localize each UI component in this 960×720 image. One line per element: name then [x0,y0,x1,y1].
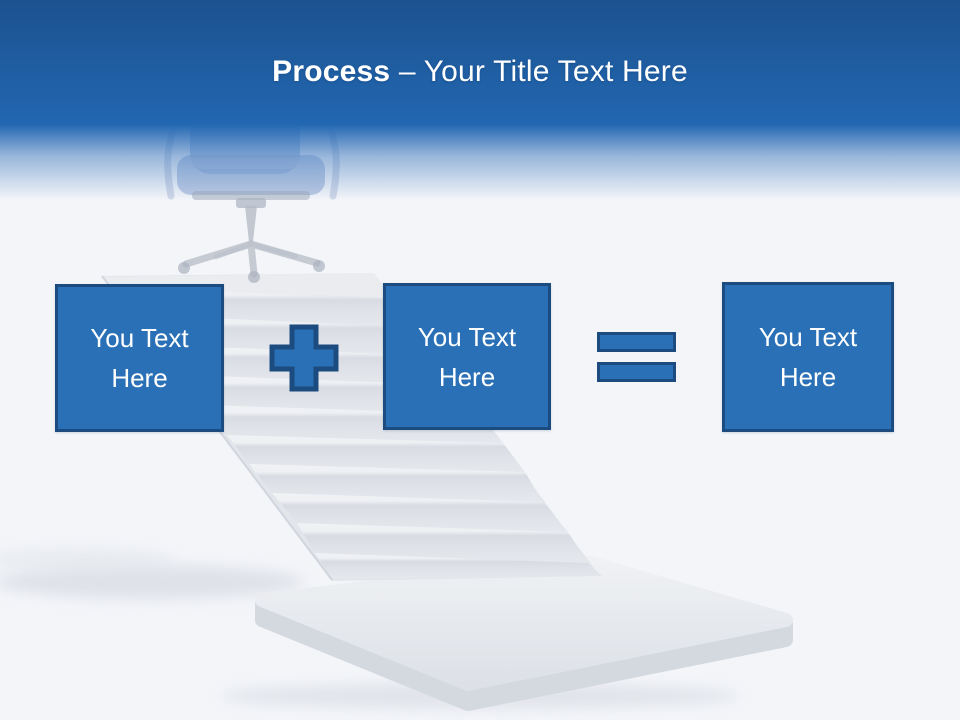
text-box-3: You Text Here [722,282,894,432]
text-box-2-label: You Text Here [417,321,517,392]
text-box-2: You Text Here [383,283,551,430]
slide-title: Process – Your Title Text Here [0,54,960,90]
header-gradient-band [0,0,960,200]
slide-title-text: – Your Title Text Here [390,55,688,88]
text-box-1: You Text Here [55,284,224,432]
slide-title-keyword: Process [272,55,391,88]
text-box-1-label: You Text Here [90,323,189,393]
plus-icon [269,324,339,392]
equals-bottom-bar [597,362,676,382]
text-box-3-label: You Text Here [758,322,858,392]
equals-icon [597,332,676,382]
equals-top-bar [597,332,676,352]
base-platform-illustration [255,555,793,711]
